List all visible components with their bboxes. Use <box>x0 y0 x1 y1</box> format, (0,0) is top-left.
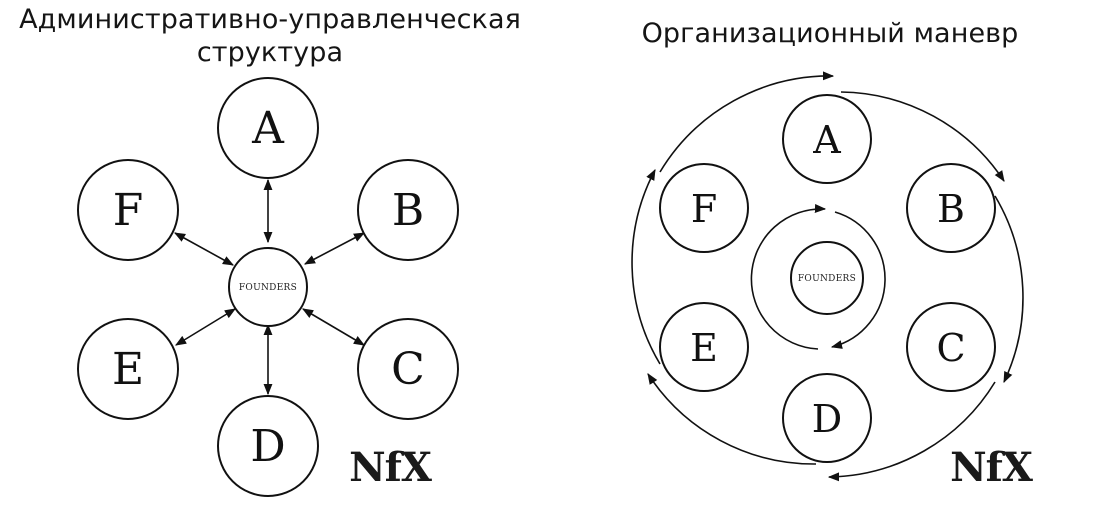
left-diagram-title: Административно-управленческая структура <box>19 4 521 68</box>
connector-founders-b <box>304 232 365 265</box>
inner-arc-right <box>830 211 886 349</box>
left-node-e: E <box>77 318 179 420</box>
right-node-d: D <box>782 373 872 463</box>
left-node-e-label: E <box>112 344 144 395</box>
left-founders-label: FOUNDERS <box>239 283 297 293</box>
right-node-e-label: E <box>690 326 718 370</box>
left-nfx-logo: NfX <box>349 444 432 491</box>
left-diagram: FOUNDERS A B C D E F NfX <box>77 77 459 497</box>
outer-arc-bottom-right <box>827 381 996 482</box>
left-connectors <box>174 178 365 396</box>
right-node-f-label: F <box>691 187 717 231</box>
outer-arc-top-right <box>840 91 1005 182</box>
outer-arc-top-left <box>659 71 835 173</box>
right-founders-node: FOUNDERS <box>790 241 864 315</box>
left-node-f: F <box>77 159 179 261</box>
right-node-c: C <box>906 302 996 392</box>
right-outer-rotation-arrows <box>631 71 1024 482</box>
outer-arc-left <box>631 169 661 365</box>
left-node-b: B <box>357 159 459 261</box>
right-diagram: FOUNDERS A B C D E F NfX <box>631 71 1034 491</box>
left-node-c: C <box>357 318 459 420</box>
right-node-a: A <box>782 94 872 184</box>
left-node-a: A <box>217 77 319 179</box>
right-diagram-title: Организационный маневр <box>641 18 1019 49</box>
right-node-b: B <box>906 163 996 253</box>
outer-arc-bottom-left <box>647 373 817 465</box>
left-node-a-label: A <box>251 103 285 154</box>
right-node-f: F <box>659 163 749 253</box>
left-node-d: D <box>217 395 319 497</box>
left-node-d-label: D <box>250 421 285 472</box>
right-node-d-label: D <box>812 397 842 441</box>
right-node-b-label: B <box>937 187 965 231</box>
inner-arc-left <box>750 204 827 350</box>
right-nfx-logo: NfX <box>950 444 1033 491</box>
outer-arc-right <box>994 195 1024 384</box>
left-node-c-label: C <box>391 344 425 395</box>
left-node-b-label: B <box>392 185 424 236</box>
left-founders-node: FOUNDERS <box>228 247 308 327</box>
right-node-c-label: C <box>936 326 965 370</box>
right-founders-label: FOUNDERS <box>798 274 856 284</box>
connector-founders-c <box>302 308 365 346</box>
right-inner-rotation-arrows <box>750 204 886 350</box>
connector-founders-e <box>175 308 236 346</box>
right-node-a-label: A <box>812 118 841 162</box>
right-node-e: E <box>659 302 749 392</box>
left-node-f-label: F <box>113 185 144 236</box>
connector-founders-f <box>174 232 234 266</box>
